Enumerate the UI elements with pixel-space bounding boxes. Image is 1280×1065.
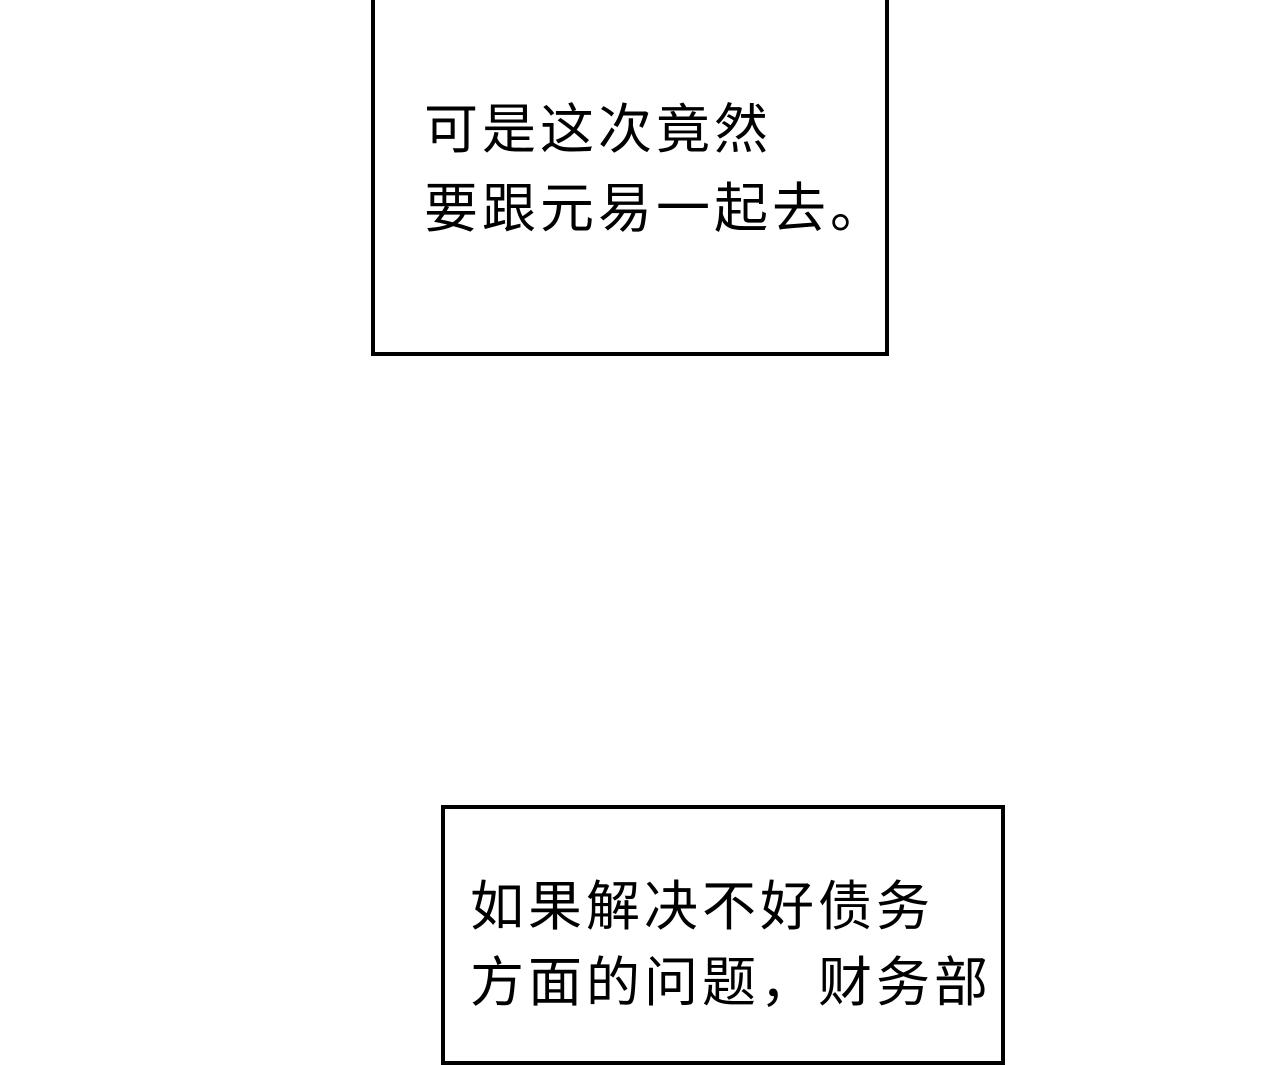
- caption-box-1: 可是这次竟然 要跟元易一起去。: [371, 0, 889, 356]
- caption-line: 可是这次竟然: [424, 98, 772, 161]
- caption-text-2: 如果解决不好债务 方面的问题，财务部: [470, 869, 992, 1021]
- caption-box-2: 如果解决不好债务 方面的问题，财务部: [441, 805, 1005, 1065]
- caption-line: 如果解决不好债务: [470, 875, 934, 938]
- caption-line: 方面的问题，财务部: [470, 951, 992, 1014]
- caption-line: 要跟元易一起去。: [424, 177, 888, 240]
- caption-text-1: 可是这次竟然 要跟元易一起去。: [424, 90, 888, 248]
